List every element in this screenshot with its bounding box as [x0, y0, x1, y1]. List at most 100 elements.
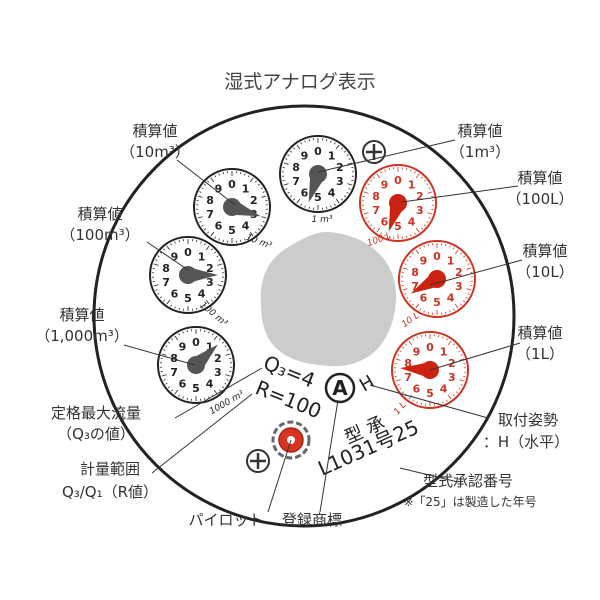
dial-10L-tick	[467, 263, 470, 265]
dial-1m3-tick	[340, 198, 343, 201]
dial-100L-tick	[423, 179, 426, 182]
dial-100m3-tick	[213, 296, 216, 299]
dial-10L-tick	[465, 259, 468, 262]
dial-10L-tick	[404, 263, 407, 265]
dial-1m3-tick	[348, 188, 351, 190]
dial-100L-tick	[363, 212, 369, 215]
callout-q3-line2: （Q₃の値）	[57, 425, 135, 443]
dial-1m3-tick	[343, 195, 346, 198]
dial-100L-digit: 0	[394, 174, 402, 187]
dial-1L-tick	[442, 336, 444, 339]
dial-100m3-tick	[217, 284, 223, 287]
dial-10m3-digit: 1	[242, 182, 250, 195]
dial-100L-digit: 6	[381, 216, 389, 229]
dial-10L-tick	[404, 293, 407, 295]
dial-100L-digit: 5	[394, 220, 402, 233]
dial-1000m3-digit: 1	[206, 340, 214, 353]
dial-10m3-tick	[197, 216, 203, 219]
center-blob	[260, 231, 397, 367]
dial-1L-tick	[447, 394, 452, 400]
dial-100m3-tick	[174, 306, 176, 309]
dial-100L-tick	[365, 187, 368, 189]
label-100L-line1: 積算値	[517, 169, 562, 187]
dial-100m3-digit: 5	[184, 292, 192, 305]
callout-pilot: パイロット	[188, 511, 263, 529]
dial-10L-tick	[409, 300, 412, 303]
label-1m3-line1: 積算値	[457, 122, 502, 140]
dial-1m3-tick	[296, 198, 301, 204]
dial-1m3-hub	[309, 165, 327, 183]
dial-1000m3-tick	[161, 374, 167, 377]
dial-100m3-digit: 6	[171, 288, 179, 301]
dial-100L-digit: 3	[416, 204, 424, 217]
dial-1000m3-tick	[212, 333, 214, 336]
dial-10L-tick	[466, 288, 472, 291]
dial-1m3-tick	[334, 142, 336, 145]
dial-100L-tick	[363, 191, 369, 194]
dial-10m3-digit: 8	[206, 194, 214, 207]
dial-1000m3-digit: 9	[179, 340, 187, 353]
dial-1L-digit: 4	[440, 383, 448, 396]
dial-1000m3-tick	[178, 333, 180, 336]
dial-1L-tick	[455, 391, 458, 394]
dial-100m3-digit: 2	[206, 262, 214, 275]
dial-10L-tick	[406, 296, 409, 299]
label-1L-line2: （1L）	[516, 345, 564, 363]
dial-10m3-tick	[214, 236, 216, 239]
dial-1L-tick	[402, 346, 405, 349]
dial-10L-digit: 3	[455, 280, 463, 293]
dial-1000m3-tick	[161, 353, 167, 356]
dial-10m3-tick	[244, 238, 246, 241]
callout-range-line1: 計量範囲	[80, 460, 140, 478]
dial-10L-digit: 1	[447, 254, 455, 267]
diagram-title: 湿式アナログ表示	[224, 71, 376, 93]
dial-1L-digit: 5	[426, 387, 434, 400]
dial-1000m3-tick	[225, 374, 231, 377]
dial-100m3-tick	[213, 251, 216, 254]
dial-100L-tick	[415, 227, 420, 233]
dial-10L-tick	[402, 267, 408, 270]
dial-10L-digit: 7	[411, 280, 419, 293]
dial-1L-tick	[458, 350, 461, 353]
dial-100L-hub	[389, 194, 407, 212]
dial-100L-tick	[410, 169, 412, 172]
dial-1000m3-tick	[178, 394, 180, 397]
dial-10m3-digit: 9	[215, 182, 223, 195]
dial-1m3-tick	[293, 198, 296, 201]
dial-10m3-hub	[223, 198, 241, 216]
trademark-logo-letter: A	[332, 376, 348, 400]
dial-100L-tick	[367, 220, 370, 223]
dial-10L-digit: 2	[455, 266, 463, 279]
dial-1m3-digit: 5	[314, 191, 322, 204]
dial-100L-tick	[427, 191, 433, 194]
dial-100m3-tick	[170, 243, 172, 246]
dial-10m3-tick	[261, 216, 267, 219]
dial-1m3-tick	[300, 142, 302, 145]
dial-10L-digit: 6	[420, 292, 428, 305]
dial-1000m3-tick	[208, 331, 210, 334]
dial-1L-tick	[452, 394, 455, 397]
callout-mount-line1: 取付姿勢	[498, 411, 558, 429]
dial-100L-tick	[427, 212, 433, 215]
dial-1L-tick	[446, 338, 448, 341]
dial-10m3-tick	[249, 231, 254, 237]
dial-1L-tick	[412, 399, 414, 402]
dial-1m3-tick	[330, 205, 332, 208]
dial-1m3-digit: 3	[336, 175, 344, 188]
dial-1m3-tick	[347, 162, 353, 165]
dial-1000m3-tick	[221, 341, 224, 344]
dial-100m3-tick	[163, 248, 166, 251]
dial-1m3-digit: 1	[328, 149, 336, 162]
dial-1m3-tick	[300, 203, 302, 206]
dial-1m3-tick	[285, 158, 288, 160]
dial-1L-tick	[412, 338, 414, 341]
dial-10L-tick	[453, 308, 455, 311]
callout-q3-line1: 定格最大流量	[51, 404, 141, 422]
dial-10m3-tick	[218, 238, 220, 241]
dial-10m3-tick	[249, 177, 254, 183]
dial-1L-tick	[460, 354, 463, 356]
dial-100L-tick	[380, 171, 382, 174]
screw-bottom-left	[246, 449, 270, 473]
